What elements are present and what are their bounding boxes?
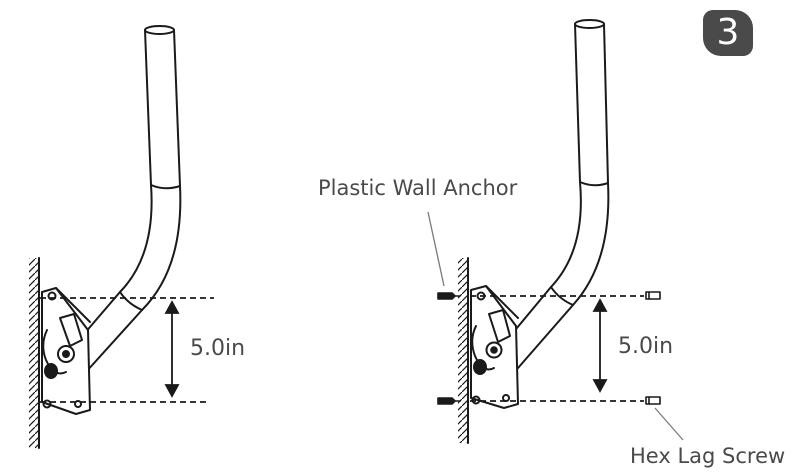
wall-anchor-bottom (437, 397, 461, 405)
left-wall (29, 257, 40, 449)
plastic-wall-anchor-label: Plastic Wall Anchor (318, 176, 518, 200)
left-mount-assembly (29, 25, 182, 449)
right-wall (458, 257, 469, 444)
step-number-badge: 3 (703, 10, 753, 56)
right-dimension (470, 295, 644, 402)
right-mount-assembly (437, 19, 661, 444)
right-mounting-bracket (470, 285, 519, 409)
left-mounting-bracket (41, 287, 91, 415)
hex-lag-screw-top (645, 291, 661, 300)
screw-leader-line (654, 407, 684, 441)
wall-anchor-top (437, 292, 461, 300)
left-dimension-label: 5.0in (190, 336, 246, 361)
right-dimension-label: 5.0in (618, 334, 674, 359)
left-dimension (40, 297, 214, 403)
anchor-leader-line (427, 211, 445, 287)
hex-lag-screw-bottom (645, 396, 661, 405)
hex-lag-screw-label: Hex Lag Screw (630, 444, 786, 468)
